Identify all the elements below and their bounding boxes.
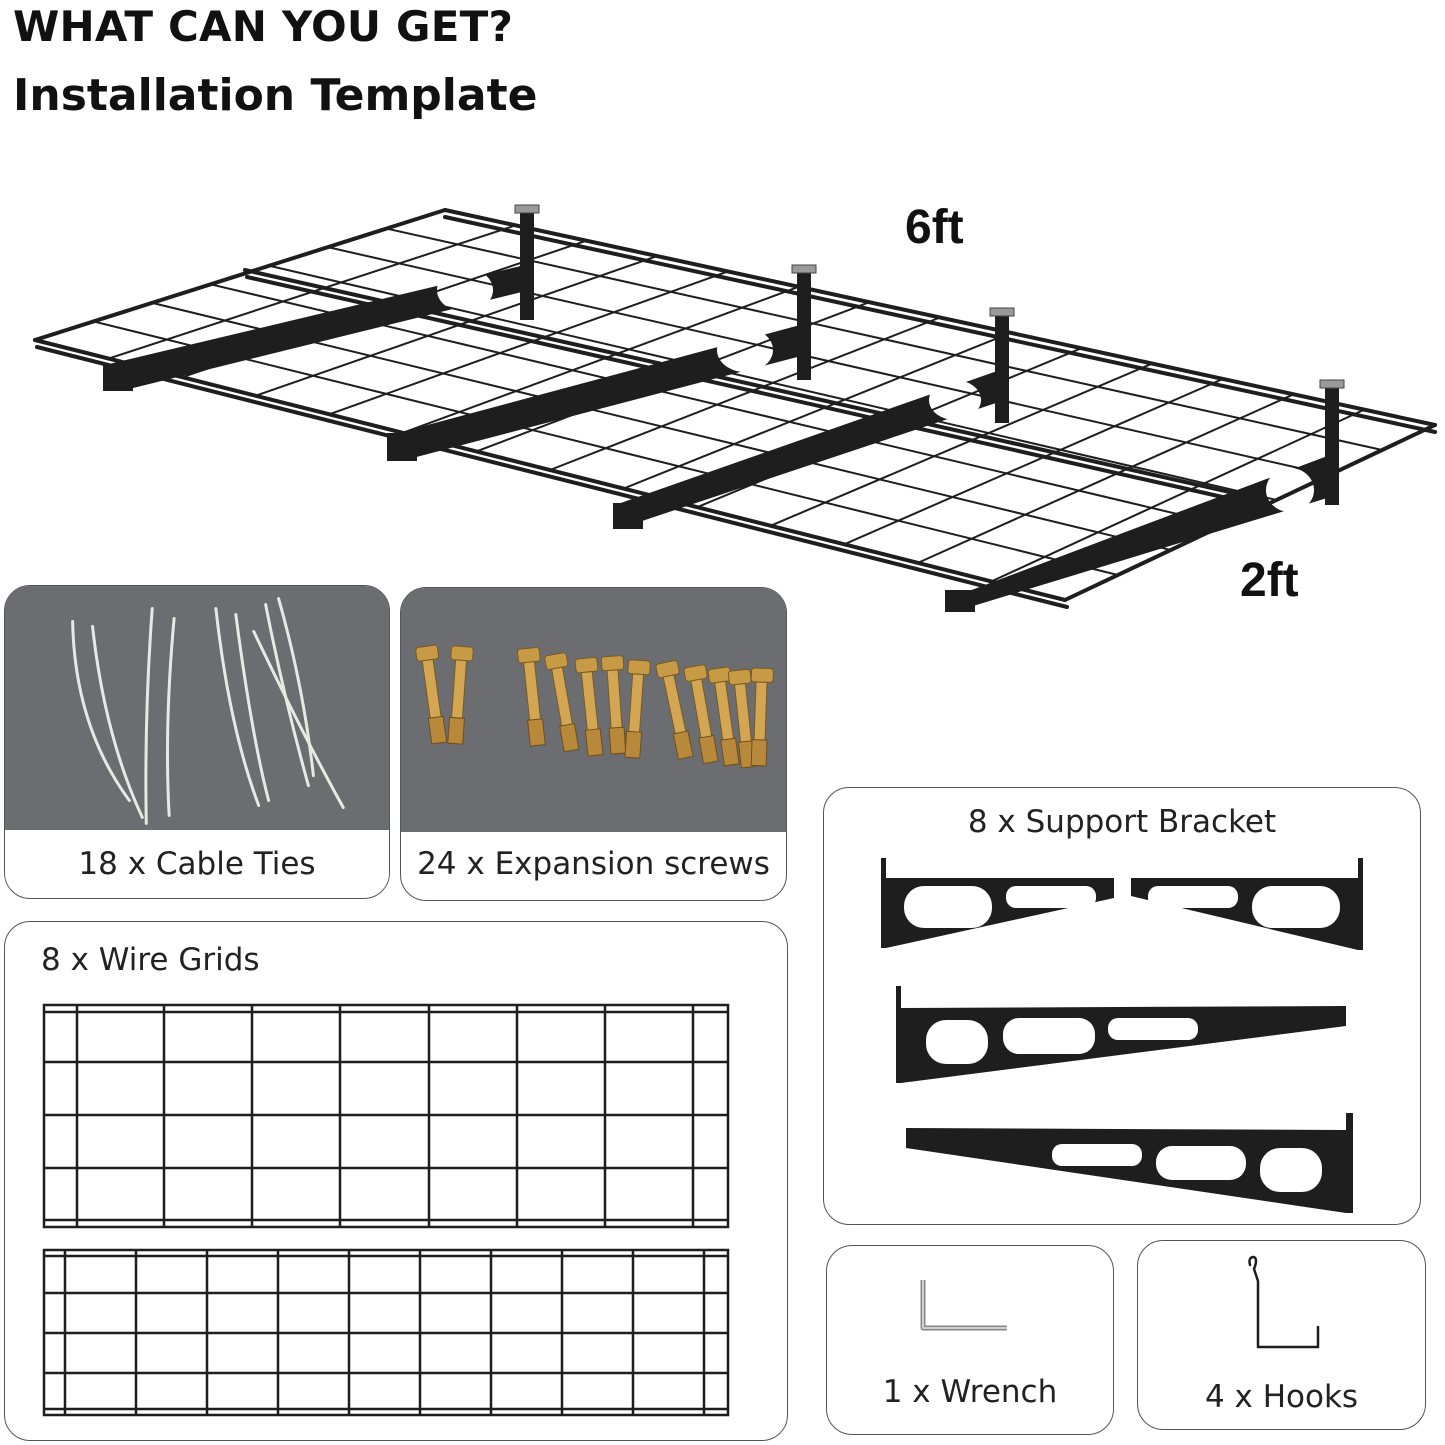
wrench-card: 1 x Wrench xyxy=(826,1245,1114,1435)
cable-ties-photo xyxy=(5,586,389,830)
support-bracket-card: 8 x Support Bracket xyxy=(823,787,1421,1225)
wrench-icon xyxy=(920,1280,1007,1331)
support-bracket-icon xyxy=(881,858,1363,1213)
page-subtitle: Installation Template xyxy=(13,70,538,121)
shelf-depth-label: 2ft xyxy=(1240,554,1299,607)
wire-grids-card: 8 x Wire Grids xyxy=(4,921,788,1441)
hook-icon xyxy=(1248,1255,1320,1349)
wrench-label: 1 x Wrench xyxy=(882,1374,1058,1410)
page-title: WHAT CAN YOU GET? xyxy=(13,2,514,51)
wire-shelf-illustration xyxy=(33,204,1437,612)
hooks-card: 4 x Hooks xyxy=(1137,1240,1426,1430)
wire-grid-icon xyxy=(42,1003,730,1417)
expansion-screws-label: 24 x Expansion screws xyxy=(417,846,770,882)
expansion-screws-photo xyxy=(401,588,786,832)
wire-grids-label: 8 x Wire Grids xyxy=(41,942,260,978)
shelf-length-label: 6ft xyxy=(905,201,964,254)
cable-ties-icon xyxy=(5,586,389,830)
cable-ties-label: 18 x Cable Ties xyxy=(78,846,316,882)
expansion-screws-card: 24 x Expansion screws xyxy=(400,587,787,901)
hooks-label: 4 x Hooks xyxy=(1204,1379,1359,1415)
expansion-screws-icon xyxy=(401,588,786,832)
support-bracket-label: 8 x Support Bracket xyxy=(967,804,1277,840)
cable-ties-card: 18 x Cable Ties xyxy=(4,585,390,899)
